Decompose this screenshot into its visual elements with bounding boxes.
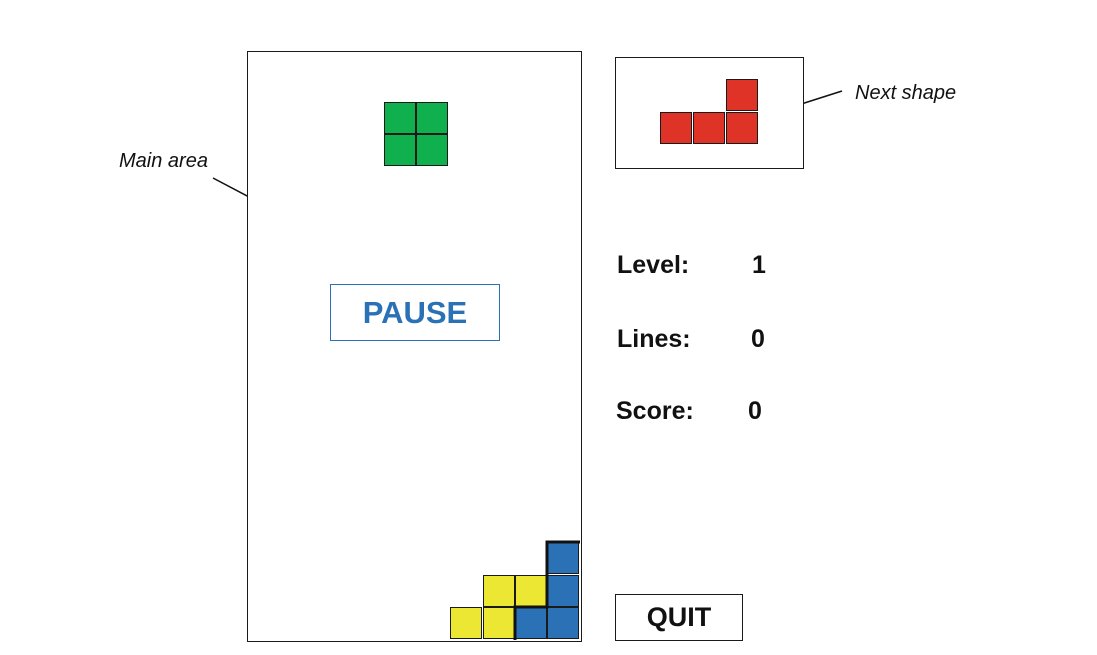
next-piece-block [726,79,758,111]
level-label: Level: [617,251,690,279]
next-piece-block [726,112,758,144]
quit-button[interactable]: QUIT [615,594,743,641]
stack-block-yellow [450,607,482,639]
lines-value: 0 [751,325,765,353]
stack-block-blue [547,575,579,607]
next-piece-block [660,112,692,144]
score-label: Score: [616,397,694,425]
falling-piece-block [384,134,416,166]
level-value: 1 [752,251,766,279]
next-piece-block [693,112,725,144]
main-area-annotation: Main area [119,150,208,172]
falling-piece-block [416,102,448,134]
falling-piece-block [384,102,416,134]
pause-button[interactable]: PAUSE [330,284,500,341]
score-value: 0 [748,397,762,425]
next-shape-annotation: Next shape [855,82,957,104]
falling-piece-block [416,134,448,166]
stack-block-blue [547,607,579,639]
lines-label: Lines: [617,325,691,353]
stack-block-yellow [483,575,515,607]
